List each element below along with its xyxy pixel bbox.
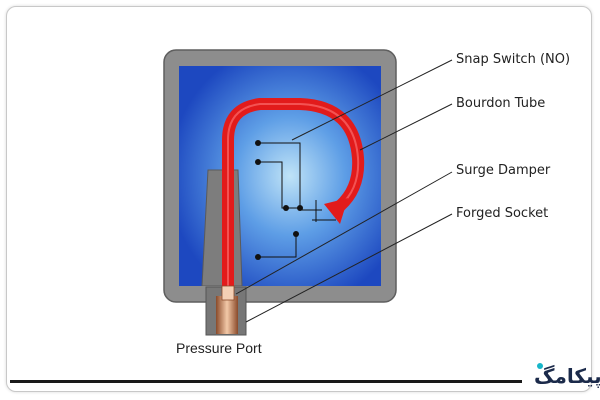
pressure-port-bore (216, 296, 238, 334)
tube-inlet (221, 285, 235, 301)
footer-rule (10, 380, 522, 383)
logo-accent-dot (537, 363, 543, 369)
contact-dots (255, 140, 303, 260)
bourdon-tube-highlight (227, 103, 360, 296)
surge-damper-label: Surge Damper (456, 163, 551, 178)
bourdon-tube-label: Bourdon Tube (456, 96, 546, 111)
snap-switch-label: Snap Switch (NO) (456, 52, 571, 67)
forged-socket-label: Forged Socket (456, 206, 549, 221)
brand-logo: پیکامگ (534, 364, 600, 388)
bourdon-tube-arrowhead (324, 198, 348, 224)
pressure-port-label: Pressure Port (176, 340, 262, 356)
leader-lines (235, 59, 453, 323)
snap-switch-circuit (258, 142, 336, 258)
